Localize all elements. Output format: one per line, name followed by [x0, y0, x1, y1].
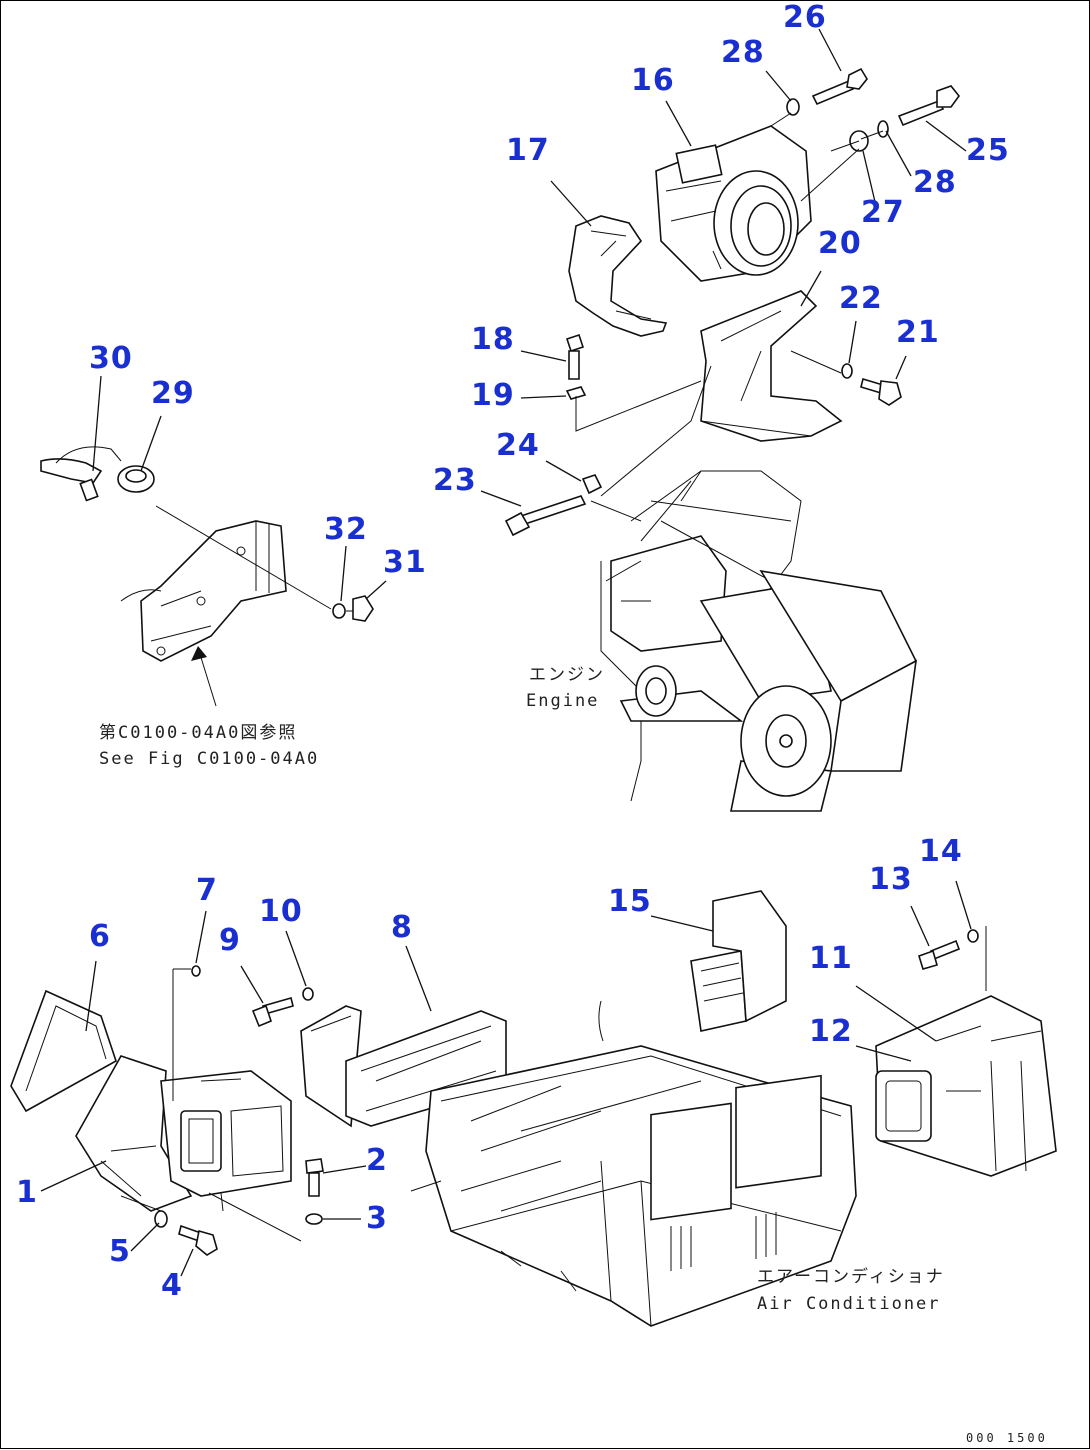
fig-ref-label-en: See Fig C0100-04A0: [99, 749, 320, 769]
air-conditioner-unit: [410, 890, 1057, 1327]
callout-28-lower[interactable]: 28: [913, 165, 957, 200]
callout-9[interactable]: 9: [219, 923, 241, 958]
callout-1[interactable]: 1: [16, 1175, 38, 1210]
callout-16[interactable]: 16: [631, 63, 675, 98]
aircon-label-en: Air Conditioner: [757, 1294, 941, 1314]
engine-drawing: [600, 470, 918, 812]
duct-assembly: [10, 965, 507, 1256]
engine-label-en: Engine: [526, 691, 600, 711]
callout-11[interactable]: 11: [809, 941, 853, 976]
callout-28-upper[interactable]: 28: [721, 35, 765, 70]
callout-10[interactable]: 10: [259, 894, 303, 929]
callout-7[interactable]: 7: [196, 873, 218, 908]
callout-12[interactable]: 12: [809, 1014, 853, 1049]
callout-15[interactable]: 15: [608, 884, 652, 919]
callout-30[interactable]: 30: [89, 341, 133, 376]
callout-2[interactable]: 2: [366, 1143, 388, 1178]
drawing-code: 000 1500: [966, 1431, 1048, 1445]
aircon-label-jp: エアーコンディショナ: [757, 1267, 945, 1287]
fig-ref-label-jp: 第C0100-04A0図参照: [99, 723, 298, 743]
compressor-assembly: [504, 67, 961, 537]
callout-20[interactable]: 20: [818, 226, 862, 261]
callout-22[interactable]: 22: [839, 281, 883, 316]
callout-31[interactable]: 31: [383, 545, 427, 580]
callout-13[interactable]: 13: [869, 862, 913, 897]
callout-19[interactable]: 19: [471, 378, 515, 413]
callout-27[interactable]: 27: [861, 195, 905, 230]
callout-18[interactable]: 18: [471, 322, 515, 357]
callout-24[interactable]: 24: [496, 428, 540, 463]
engine-label-jp: エンジン: [529, 665, 605, 685]
leader-lines: [40, 28, 972, 1277]
callout-25[interactable]: 25: [966, 133, 1010, 168]
callout-6[interactable]: 6: [89, 919, 111, 954]
callout-23[interactable]: 23: [433, 463, 477, 498]
callout-5[interactable]: 5: [109, 1234, 131, 1269]
callout-4[interactable]: 4: [161, 1268, 183, 1303]
callout-17[interactable]: 17: [506, 133, 550, 168]
callout-29[interactable]: 29: [151, 376, 195, 411]
callout-8[interactable]: 8: [391, 910, 413, 945]
callout-32[interactable]: 32: [324, 512, 368, 547]
callout-14[interactable]: 14: [919, 834, 963, 869]
callout-21[interactable]: 21: [896, 315, 940, 350]
callout-26[interactable]: 26: [783, 0, 827, 35]
bracket-group: [40, 446, 374, 707]
callout-3[interactable]: 3: [366, 1201, 388, 1236]
